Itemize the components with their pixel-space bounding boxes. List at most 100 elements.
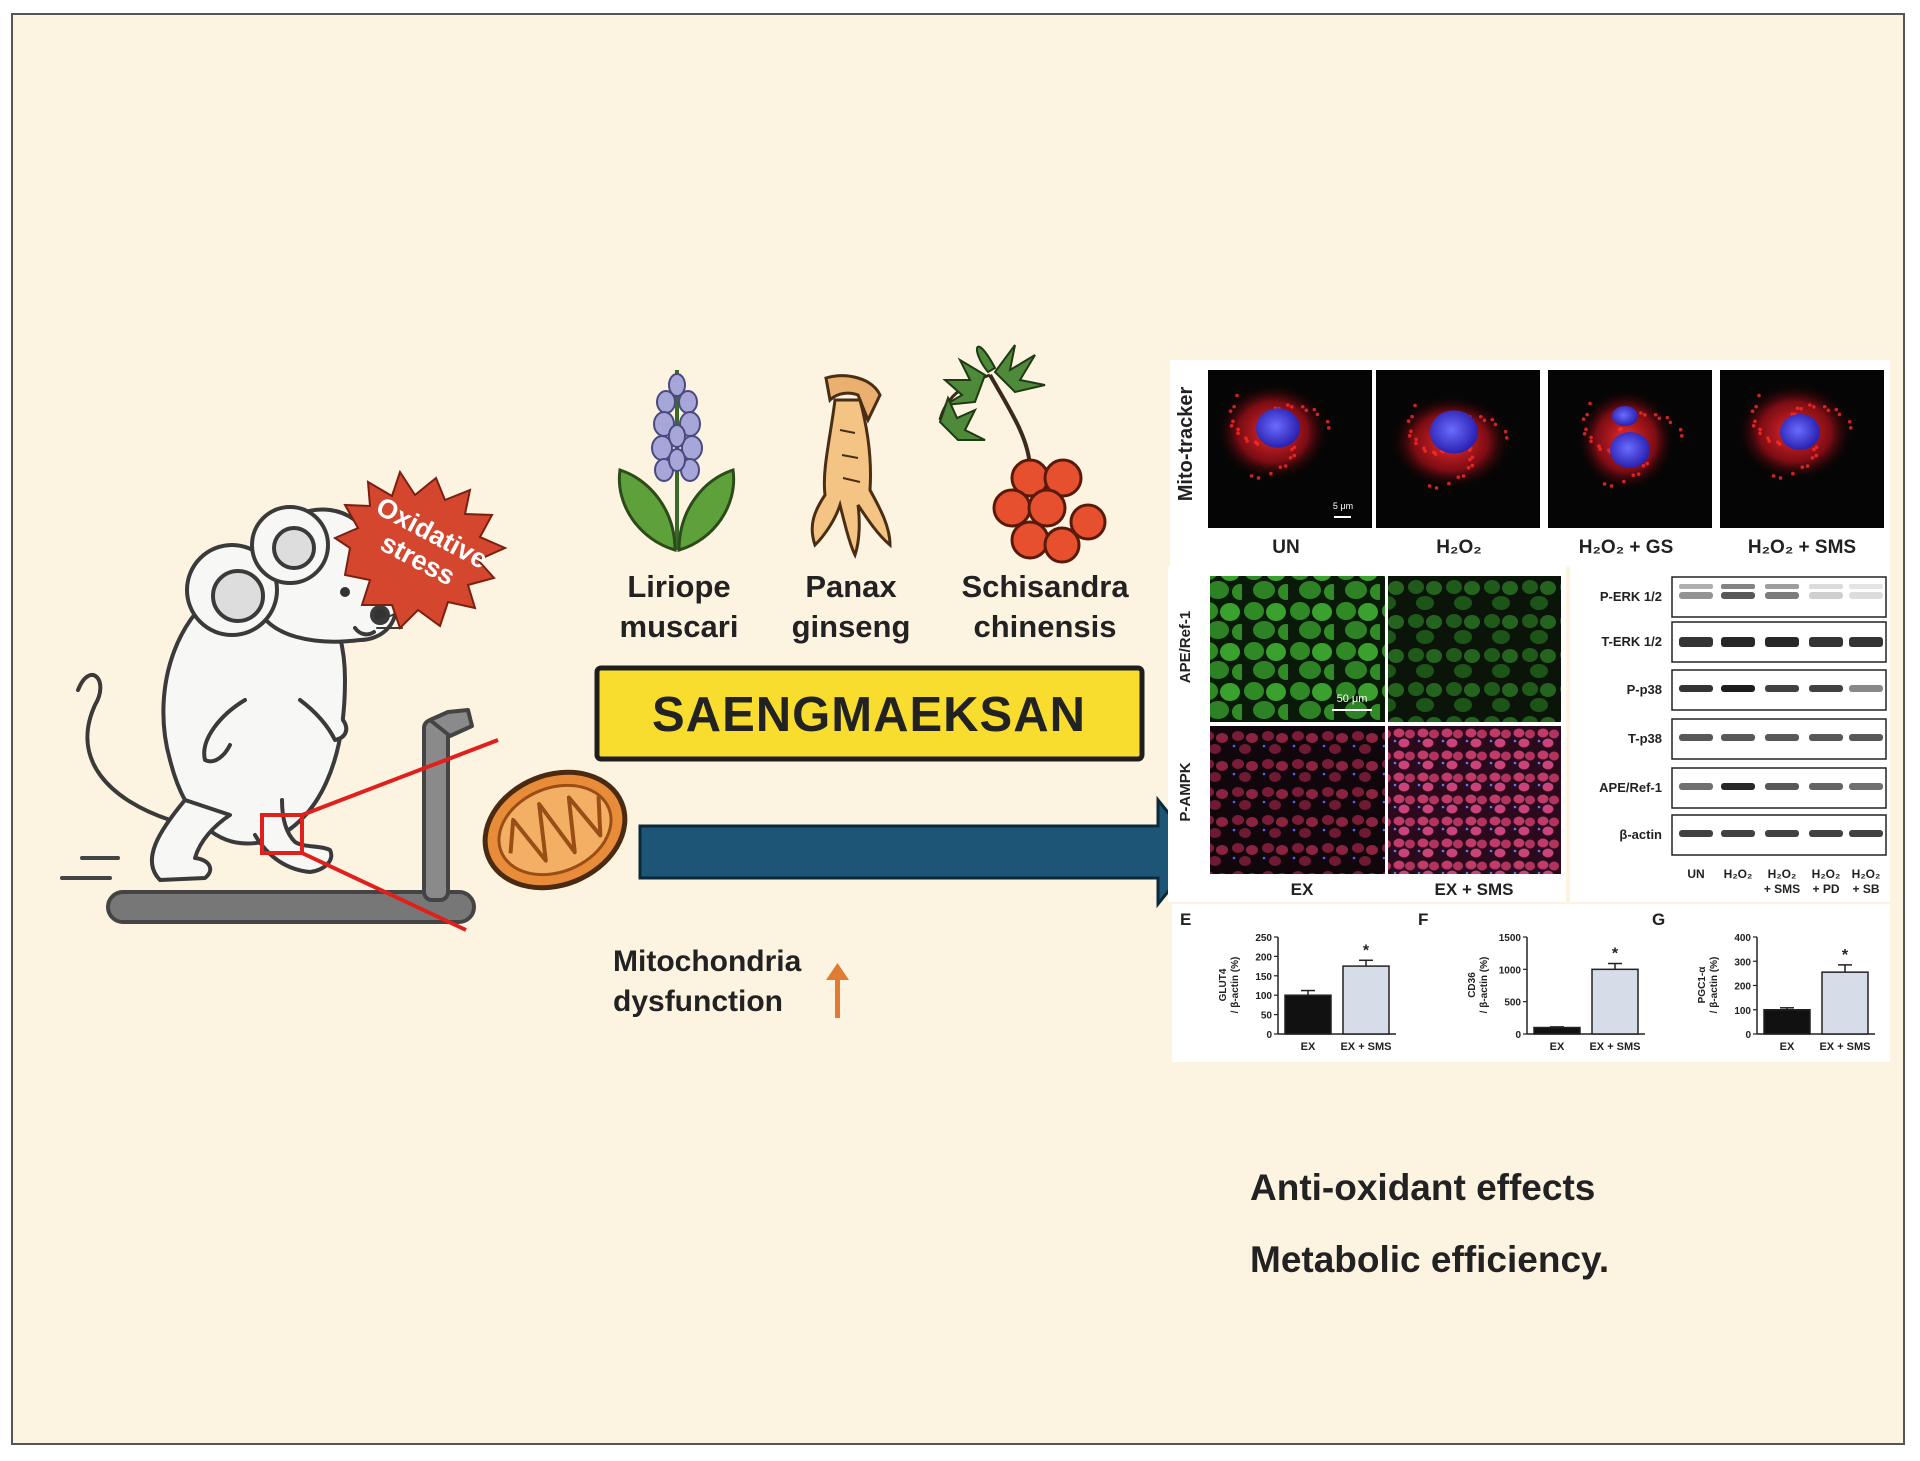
x-tick-label: EX [1301, 1041, 1316, 1053]
blot-band [1679, 637, 1713, 647]
significance-marker: * [1363, 942, 1370, 959]
blot-band [1679, 584, 1713, 589]
y-tick-label: 300 [1734, 957, 1751, 968]
bar-ex [1284, 994, 1332, 1035]
tissue-panel: APE/Ref-1 P-AMPK 50 μm EX EX + SMS [1168, 567, 1566, 902]
conclusion-1: Anti-oxidant effects [1250, 1167, 1595, 1208]
blot-band [1809, 734, 1843, 741]
blot-band [1721, 734, 1755, 741]
muscle-zoom-indicator [260, 738, 499, 932]
blot-band [1765, 734, 1799, 741]
mito-image-1 [1208, 370, 1372, 528]
y-axis-label-line1: CD36 [1467, 972, 1478, 998]
herb-2-name-line1: Panax [805, 569, 897, 604]
bar-ex-sms [1342, 965, 1390, 1035]
western-blot-panel: P-ERK 1/2T-ERK 1/2P-p38T-p38APE/Ref-1β-a… [1570, 567, 1890, 902]
x-tick-label: EX [1780, 1041, 1795, 1053]
blot-lane-2-line1: H₂O₂ [1724, 867, 1753, 881]
blot-band [1849, 592, 1883, 599]
blot-protein-label-2: T-ERK 1/2 [1601, 634, 1662, 649]
blot-band [1765, 685, 1799, 692]
blot-lane-3-line2: + SMS [1764, 882, 1800, 896]
blot-band [1765, 637, 1799, 647]
mito-note-line2: dysfunction [613, 985, 783, 1018]
tissue-ex-ampk [1210, 726, 1385, 874]
oxidative-stress-burst: Oxidativestress [332, 469, 508, 630]
blot-band [1849, 584, 1883, 589]
blot-band [1765, 783, 1799, 790]
y-tick-label: 100 [1734, 1006, 1751, 1017]
mito-scale-label: 5 μm [1333, 501, 1353, 511]
y-tick-label: 150 [1255, 972, 1272, 983]
blot-band [1679, 685, 1713, 692]
blot-band [1849, 637, 1883, 647]
blot-lane-4-line2: + PD [1812, 882, 1839, 896]
y-tick-label: 0 [1515, 1030, 1521, 1041]
blot-band [1849, 783, 1883, 790]
mito-image-2 [1376, 370, 1540, 528]
blot-band [1721, 637, 1755, 647]
banner-title: SAENGMAEKSAN [652, 688, 1086, 742]
y-axis-label-line2: / β-actin (%) [1709, 957, 1720, 1014]
blot-band [1721, 830, 1755, 837]
mito-scale-bar: 5 μm [1333, 501, 1353, 518]
blot-band [1765, 592, 1799, 599]
increase-arrow-icon [826, 963, 849, 1018]
blot-protein-label-4: T-p38 [1628, 731, 1662, 746]
y-tick-label: 250 [1255, 933, 1272, 944]
y-tick-label: 0 [1266, 1030, 1272, 1041]
chart-panel-letter: G [1652, 910, 1665, 929]
y-tick-label: 100 [1255, 991, 1272, 1002]
blot-lane-1-line1: UN [1687, 867, 1704, 881]
x-tick-label: EX + SMS [1340, 1041, 1391, 1053]
blot-band [1765, 830, 1799, 837]
blot-band [1721, 584, 1755, 589]
blot-protein-label-5: APE/Ref-1 [1599, 780, 1662, 795]
mito-group-3: H₂O₂ + GS [1579, 537, 1674, 558]
blot-protein-label-6: β-actin [1619, 827, 1662, 842]
mito-image-3 [1548, 370, 1712, 528]
y-tick-label: 1500 [1499, 933, 1522, 944]
mito-group-4: H₂O₂ + SMS [1748, 537, 1856, 558]
y-tick-label: 1000 [1499, 965, 1522, 976]
mito-image-4 [1720, 370, 1884, 528]
y-tick-label: 50 [1261, 1011, 1273, 1022]
blot-band [1849, 685, 1883, 692]
blot-lane-4-line1: H₂O₂ [1812, 867, 1841, 881]
herb-labels: Liriope muscari Panax ginseng Schisandra… [620, 569, 1130, 644]
mitochondrion-icon [482, 769, 628, 891]
tissue-group-2: EX + SMS [1435, 880, 1514, 899]
mito-dysfunction-note: Mitochondria dysfunction [613, 945, 849, 1018]
ginseng-root-icon [810, 374, 892, 559]
tissue-group-1: EX [1291, 880, 1314, 899]
tissue-row-2-label: P-AMPK [1177, 762, 1194, 821]
tissue-sms-ape [1388, 576, 1561, 722]
mito-group-1: UN [1272, 537, 1299, 558]
x-tick-label: EX + SMS [1589, 1041, 1640, 1053]
herb-2-name-line2: ginseng [792, 609, 911, 644]
mito-group-2: H₂O₂ [1436, 537, 1481, 558]
bar-ex-sms [1821, 971, 1869, 1035]
y-tick-label: 400 [1734, 933, 1751, 944]
blot-band [1809, 637, 1843, 647]
blot-band [1849, 734, 1883, 741]
blot-band [1809, 783, 1843, 790]
blot-band [1679, 734, 1713, 741]
bar-ex [1763, 1009, 1811, 1035]
herb-3-name-line1: Schisandra [961, 569, 1129, 604]
y-tick-label: 200 [1734, 982, 1751, 993]
mitotracker-row-label: Mito-tracker [1175, 387, 1197, 502]
blot-lane-5-line2: + SB [1852, 882, 1879, 896]
herb-1-name-line2: muscari [620, 609, 739, 644]
y-tick-label: 0 [1745, 1030, 1751, 1041]
lavender-plant-icon [617, 370, 736, 552]
x-tick-label: EX [1550, 1041, 1565, 1053]
treadmill-icon [106, 708, 476, 924]
bar-ex-sms [1591, 968, 1639, 1035]
chart-panel-letter: E [1180, 910, 1191, 929]
